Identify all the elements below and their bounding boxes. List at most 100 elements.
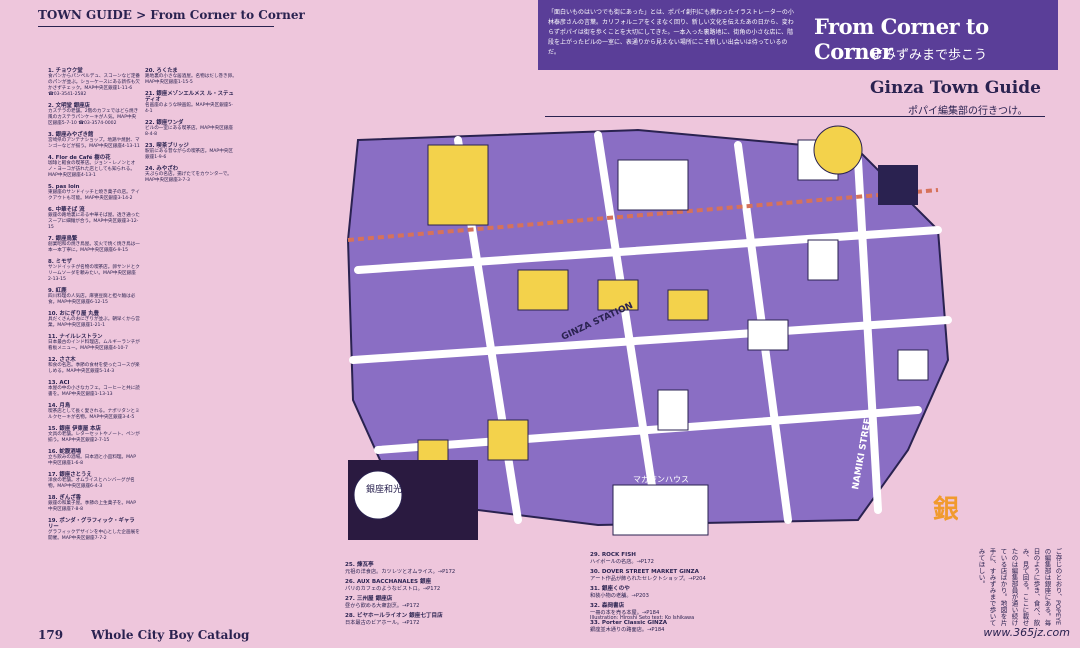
listing-entry: 4. Flor de Café 樹の花珈琲と軽食の喫茶店。ジョン・レノンとオノ・… xyxy=(48,155,140,179)
listing-entry: 16. 蛇腹酒場立ち飲みの酒場。日本酒と小皿料理。MAP中央区銀座1-6-8 xyxy=(48,449,140,467)
listing-entry-body: 本屋の中の小さなカフェ。コーヒーと共に読書を。MAP中央区銀座1-13-13 xyxy=(48,386,140,397)
listing-entry-title: 9. 紅鹿 xyxy=(48,288,67,294)
listing-entry-body: 東銀座のサンドイッチと焼き菓子の店。テイクアウトも可能。MAP中央区銀座3-14… xyxy=(48,190,140,201)
bottom-listing-left: 25. 煉瓦亭元祖の洋食店。カツレツとオムライス。→P172 26. AUX BA… xyxy=(345,562,555,630)
listing-entry-body: 文具の老舗。レターセットやノート、ペンが揃う。MAP中央区銀座2-7-15 xyxy=(48,432,140,443)
listing-entry-title: 22. 銀座ワンダ xyxy=(145,120,184,126)
bottom-entry-title: 26. AUX BACCHANALES 銀座 xyxy=(345,579,432,585)
listing-entry-title: 19. ポンダ・グラフィック・ギャラリー xyxy=(48,518,135,530)
footer: 179 Whole City Boy Catalog xyxy=(38,628,249,642)
listing-entry: 15. 銀座 伊東屋 本店文具の老舗。レターセットやノート、ペンが揃う。MAP中… xyxy=(48,426,140,444)
bottom-entry-title: 25. 煉瓦亭 xyxy=(345,562,374,568)
listing-entry-title: 6. 中華そば 流 xyxy=(48,207,85,213)
map-building-yellow xyxy=(427,144,489,226)
listing-entry-body: 銀座の和菓子屋。季節の上生菓子を。MAP中央区銀座7-8-8 xyxy=(48,501,136,512)
listing-entry-title: 1. チョウク堂 xyxy=(48,68,83,74)
map-building-white xyxy=(617,159,689,211)
listing-entry-title: 20. ろくたま xyxy=(145,68,178,74)
listing-entry-body: サンドイッチが名物の喫茶店。卵サンドとクリームソーダを頼みたい。MAP中央区銀座… xyxy=(48,265,140,282)
listing-entry-body: 創業昭和の焼き鳥屋。炭火で焼く焼き鳥は一本一本丁寧に。MAP中央区銀座6-9-1… xyxy=(48,242,140,253)
listing-entry-body: 洋食の老舗。オムライスとハンバーグが名物。MAP中央区銀座6-4-3 xyxy=(48,478,135,489)
bottom-entry-body: 元祖の洋食店。カツレツとオムライス。→P172 xyxy=(345,569,456,575)
map-building-yellow xyxy=(517,269,569,311)
listing-entry: 9. 紅鹿四川料理の人気店。麻婆豆腐と担々麺は必食。MAP中央区銀座6-12-1… xyxy=(48,288,140,306)
bottom-entry: 25. 煉瓦亭元祖の洋食店。カツレツとオムライス。→P172 xyxy=(345,562,555,576)
bottom-entry: 31. 銀座くのや和装小物の老舗。→P203 xyxy=(590,586,800,600)
listing-entry-body: カステラの老舗。2階のカフェではどら焼き風のカステラパンケーキが人気。MAP中央… xyxy=(48,109,139,126)
bottom-entry-title: 32. 森岡書店 xyxy=(590,603,625,609)
title-jp: すみずみまで歩こう xyxy=(870,48,988,63)
listing-entry-title: 18. ぎんざ香 xyxy=(48,495,81,501)
map-building-white xyxy=(807,239,839,281)
map-building-yellow xyxy=(487,419,529,461)
listing-entry-title: 15. 銀座 伊東屋 本店 xyxy=(48,426,101,432)
listing-columns: 1. チョウク堂食パンからパンペルデュ、スコーンなど定番のパンが並ぶ。ショーケー… xyxy=(48,68,343,548)
title-block: From Corner to Corner すみずみまで歩こう xyxy=(806,0,1058,70)
listing-entry-title: 11. ナイルレストラン xyxy=(48,334,103,340)
listing-entry-title: 3. 銀座みやざき館 xyxy=(48,132,94,138)
credit-line: Illustration: Hiroshi Seto text: Ko Ishi… xyxy=(590,615,695,621)
bottom-entry-title: 29. ROCK FISH xyxy=(590,552,636,558)
listing-entry-body: 銀座の路地裏にある中華そば屋。透き通ったスープに細麺が合う。MAP中央区銀座3-… xyxy=(48,213,140,230)
bottom-entry-body: 一冊の本を売る本屋。→P184 xyxy=(590,610,660,616)
bottom-entry: 32. 森岡書店一冊の本を売る本屋。→P184 xyxy=(590,603,800,617)
watermark: www.365jz.com xyxy=(983,626,1070,639)
catalog-title: Whole City Boy Catalog xyxy=(91,628,250,642)
listing-entry-title: 8. ミモザ xyxy=(48,259,72,265)
listing-entry-body: 四川料理の人気店。麻婆豆腐と担々麺は必食。MAP中央区銀座6-12-15 xyxy=(48,294,136,305)
listing-entry-title: 21. 銀座メゾンエルメス ル・ステュディオ xyxy=(145,91,234,103)
listing-entry-body: グラフィックデザインを中心とした企画展を開催。MAP中央区銀座7-7-2 xyxy=(48,530,140,541)
listing-entry-body: 日本最古のインド料理店。ムルギーランチが看板メニュー。MAP中央区銀座4-10-… xyxy=(48,340,140,351)
listing-entry-title: 12. ささ木 xyxy=(48,357,76,363)
listing-entry-title: 24. みやざわ xyxy=(145,166,178,172)
listing-entry: 23. 喫茶ブリッジ駅前にある昔ながらの喫茶店。MAP中央区銀座1-9-6 xyxy=(145,143,237,161)
listing-entry: 10. おにぎり屋 丸豊具だくさんのおにぎりが並ぶ。朝早くから営業。MAP中央区… xyxy=(48,311,140,329)
listing-entry-title: 7. 銀座鳥繁 xyxy=(48,236,78,242)
title-en: From Corner to Corner xyxy=(814,14,989,64)
map-building-white xyxy=(657,389,689,431)
listing-entry: 14. 月島喫茶店として長く愛される。ナポリタンとミルクセーキが名物。MAP中央… xyxy=(48,403,140,421)
section-header: TOWN GUIDE > From Corner to Corner xyxy=(38,8,305,22)
bottom-entry-title: 30. DOVER STREET MARKET GINZA xyxy=(590,569,699,575)
listing-entry: 11. ナイルレストラン日本最古のインド料理店。ムルギーランチが看板メニュー。M… xyxy=(48,334,140,352)
bottom-entry-body: アート作品が飾られたセレクトショップ。→P204 xyxy=(590,576,706,582)
wako-badge xyxy=(353,470,403,520)
listing-entry-title: 16. 蛇腹酒場 xyxy=(48,449,81,455)
map-building-yellow xyxy=(667,289,709,321)
bottom-entry: 27. 三州屋 銀座店昼から飲める大衆割烹。→P172 xyxy=(345,596,555,610)
listing-entry-body: ビルの一室にある喫茶店。MAP中央区銀座8-4-8 xyxy=(145,126,233,137)
black-block xyxy=(878,165,918,205)
yellow-sticker xyxy=(813,125,863,175)
map-building-yellow xyxy=(597,279,639,311)
page-number: 179 xyxy=(38,628,64,642)
listing-entry-title: 14. 月島 xyxy=(48,403,71,409)
listing-entry: 7. 銀座鳥繁創業昭和の焼き鳥屋。炭火で焼く焼き鳥は一本一本丁寧に。MAP中央区… xyxy=(48,236,140,254)
ginza-kanji-label: 銀座 xyxy=(933,494,958,525)
bottom-entry-body: 日本最古のビアホール。→P172 xyxy=(345,620,420,626)
bottom-entry-title: 27. 三州屋 銀座店 xyxy=(345,596,393,602)
listing-entry: 21. 銀座メゾンエルメス ル・ステュディオ名画座のような映画館。MAP中央区銀… xyxy=(145,91,237,115)
title-rule xyxy=(545,116,1045,117)
bottom-entry-title: 28. ビヤホールライオン 銀座七丁目店 xyxy=(345,613,443,619)
listing-entry: 19. ポンダ・グラフィック・ギャラリーグラフィックデザインを中心とした企画展を… xyxy=(48,518,140,542)
bottom-entry: 28. ビヤホールライオン 銀座七丁目店日本最古のビアホール。→P172 xyxy=(345,613,555,627)
listing-entry-title: 5. pas loin xyxy=(48,184,80,190)
listing-entry-title: 17. 銀座さとうえ xyxy=(48,472,92,478)
listing-entry: 8. ミモザサンドイッチが名物の喫茶店。卵サンドとクリームソーダを頼みたい。MA… xyxy=(48,259,140,283)
vertical-text: ご存じのとおり、POPEYEの編集部は銀座にある。毎日のように歩き、食べ、飲み、… xyxy=(977,548,1062,626)
listing-entry: 3. 銀座みやざき館宮崎県のアンテナショップ。地鶏や焼酎、マンゴーなどが揃う。M… xyxy=(48,132,140,150)
map-building-white xyxy=(897,349,929,381)
bottom-entry-body: パリのカフェのようなビストロ。→P172 xyxy=(345,586,441,592)
ginza-title: Ginza Town Guide xyxy=(870,78,1041,98)
bottom-entry-body: 和装小物の老舗。→P203 xyxy=(590,593,649,599)
bottom-entry-body: ハイボールの名店。→P172 xyxy=(590,559,654,565)
bottom-entry: 26. AUX BACCHANALES 銀座パリのカフェのようなビストロ。→P1… xyxy=(345,579,555,593)
listing-entry: 20. ろくたま路地裏の小さな居酒屋。名物はだし巻き卵。MAP中央区銀座1-15… xyxy=(145,68,237,86)
magazine-house-label: マガジンハウス xyxy=(633,474,689,484)
bottom-entry-title: 33. Porter Classic GINZA xyxy=(590,620,668,626)
wako-badge-text: 銀座和光 xyxy=(366,483,402,495)
listing-entry-body: 立ち飲みの酒場。日本酒と小皿料理。MAP中央区銀座1-6-8 xyxy=(48,455,136,466)
